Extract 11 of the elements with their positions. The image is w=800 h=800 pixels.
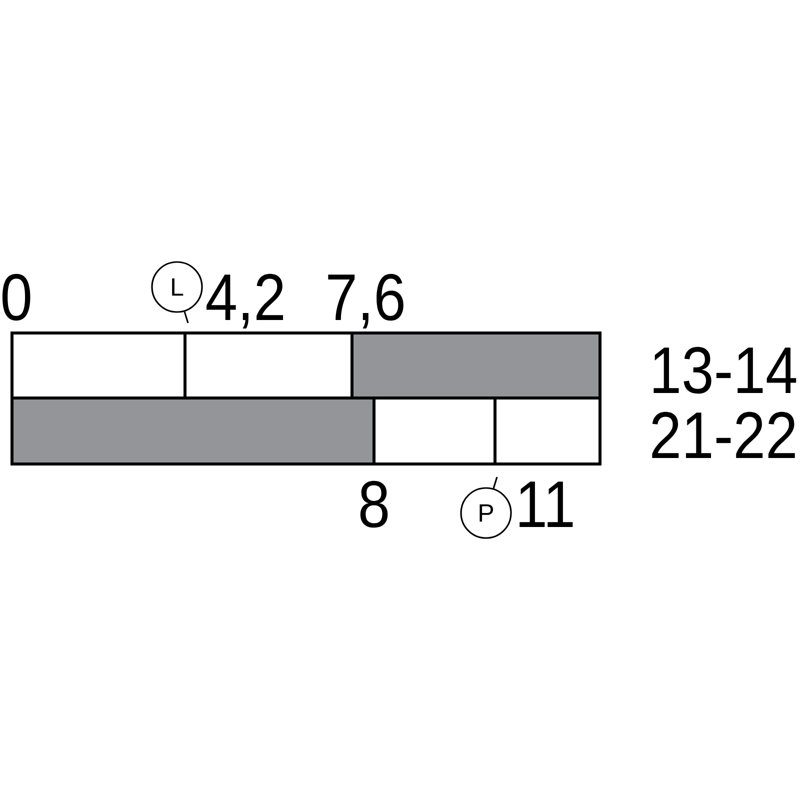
leader-line	[184, 311, 189, 324]
travel-value: 8	[360, 480, 388, 528]
circled-letter: L	[151, 261, 203, 313]
travel-value: 11	[520, 482, 573, 527]
leader-line	[492, 476, 498, 489]
contact-label: 21-22	[652, 412, 795, 458]
contact-label: 13-14	[654, 346, 796, 394]
travel-value: 7,6	[328, 274, 404, 328]
travel-value: 0	[2, 274, 30, 321]
circled-letter: P	[460, 487, 512, 539]
travel-value: 4,2	[206, 274, 284, 328]
